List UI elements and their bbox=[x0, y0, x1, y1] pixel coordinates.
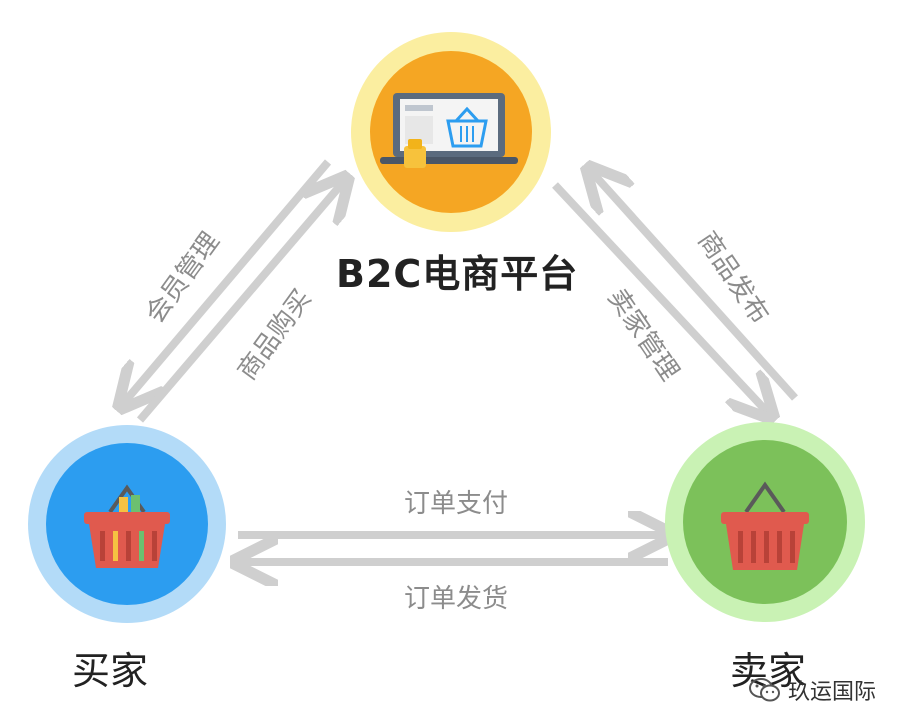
edge-label-order-shipping: 订单发货 bbox=[403, 584, 508, 614]
watermark-text: 玖运国际 bbox=[788, 680, 877, 705]
basket-icon bbox=[721, 481, 809, 570]
laptop-basket-icon bbox=[380, 93, 518, 168]
basket-icon bbox=[84, 484, 170, 568]
watermark: 玖运国际 bbox=[748, 674, 876, 706]
arrow-seller-management bbox=[552, 182, 770, 415]
buyer-label: 买家 bbox=[72, 649, 149, 693]
buyer-node bbox=[28, 425, 226, 623]
edge-label-order-payment: 订单支付 bbox=[403, 489, 508, 519]
arrow-member-management bbox=[122, 159, 332, 405]
arrows bbox=[122, 159, 798, 562]
platform-label: B2C电商平台 bbox=[336, 252, 579, 296]
seller-node bbox=[665, 422, 865, 622]
arrow-product-purchase bbox=[136, 180, 345, 423]
wechat-icon bbox=[749, 678, 780, 702]
arrow-product-publish bbox=[590, 170, 798, 401]
platform-node bbox=[351, 32, 551, 232]
